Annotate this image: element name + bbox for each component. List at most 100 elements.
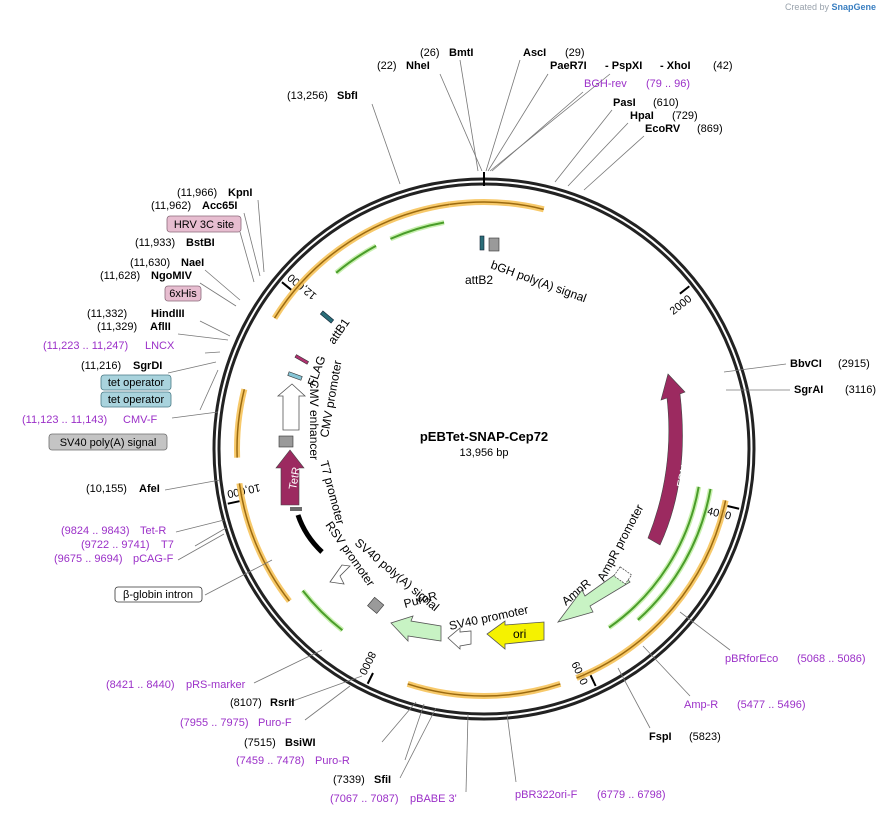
site-kpni-name: KpnI [228, 187, 252, 199]
feature-tetr: TetR [287, 466, 303, 490]
primer-cmvf-range: (11,123 .. 11,143) [22, 414, 107, 426]
site-bmti-pos: (26) [420, 47, 440, 59]
site-leader-29 [642, 645, 691, 697]
feature-attb2: attB2 [465, 273, 493, 287]
site-rsrii-name: RsrII [270, 697, 294, 709]
site-kpni-pos: (11,966) [177, 187, 217, 199]
site-acc65i-name: Acc65I [202, 200, 237, 212]
site-leader-19 [199, 369, 219, 411]
site-paer7i-name: PaeR7I [550, 60, 587, 72]
plasmid-length: 13,956 bp [460, 447, 509, 459]
site-xhoi-name: - XhoI [660, 60, 691, 72]
site-leader-23 [194, 527, 227, 547]
site-ecorv-name: EcoRV [645, 123, 681, 135]
site-leader-4 [489, 73, 611, 172]
primer-cmvf-name: CMV-F [123, 414, 158, 426]
site-pspxi-name: - PspXI [605, 60, 642, 72]
site-leader-11 [243, 212, 261, 277]
orange-arc-core-0 [449, 201, 544, 211]
site-ngomiv-name: NgoMIV [151, 270, 193, 282]
boxed-hrv: HRV 3C site [166, 215, 242, 233]
site-sbfi-name: SbfI [337, 90, 358, 102]
tetr-arrow [275, 449, 305, 506]
scale-tick-1 [727, 505, 740, 510]
6xhis-label: 6xHis [169, 288, 197, 300]
site-hpai-name: HpaI [630, 110, 654, 122]
site-pasi-name: PasI [613, 97, 636, 109]
site-aflii-name: AflII [150, 321, 171, 333]
feature-cmv-enhancer: CMV enhancer [307, 380, 321, 460]
site-leader-5 [491, 91, 584, 172]
scale-tick-3 [366, 672, 374, 685]
site-leader-12 [239, 231, 255, 283]
site-bmti-name: BmtI [449, 47, 473, 59]
site-aflii-pos: (11,329) [97, 321, 137, 333]
site-leader-37 [465, 713, 469, 793]
site-leader-21 [164, 479, 221, 491]
tet-operator-label-2: tet operator [108, 394, 165, 406]
primer-lncx-range: (11,223 .. 11,247) [43, 340, 128, 352]
site-sgrai-pos: (3116) [845, 384, 876, 396]
flag-block [294, 354, 309, 365]
site-leader-30 [617, 667, 651, 729]
attb1-block [319, 310, 335, 324]
orange-arc-core-5 [273, 203, 450, 319]
sv40-polya-arrow [329, 564, 351, 585]
primer-pbr322ori-name: pBR322ori-F [515, 789, 578, 801]
primer-t7-name: T7 [161, 539, 174, 551]
site-sfii-pos: (7339) [333, 774, 365, 786]
orange-arc-core-1 [576, 500, 727, 679]
tet-operator-block [287, 371, 303, 381]
site-bstbi-pos: (11,933) [135, 237, 175, 249]
primer-tetr-name: Tet-R [140, 525, 166, 537]
site-sfii-name: SfiI [374, 774, 391, 786]
primer-pbr322ori-range: (6779 .. 6798) [597, 789, 666, 801]
site-leader-33 [304, 685, 351, 721]
feature-ori: ori [513, 627, 526, 641]
primer-tetr-range: (9824 .. 9843) [61, 525, 130, 537]
boxed-tet-operator-2: tet operator [100, 391, 172, 408]
site-nhei-name: NheI [406, 60, 430, 72]
green-arc-4 [301, 589, 344, 632]
site-leader-34 [381, 701, 417, 743]
primer-prsmarker-name: pRS-marker [186, 679, 246, 691]
attb2-block [479, 235, 485, 251]
ori-arrow [486, 620, 545, 650]
green-arc-2 [637, 488, 712, 621]
site-leader-0 [459, 59, 479, 172]
snapgene-credit: Created by SnapGene [785, 2, 876, 12]
site-fspi-name: FspI [649, 731, 672, 743]
site-lines [164, 59, 790, 793]
site-ecorv-pos: (869) [697, 123, 723, 135]
site-leader-14 [199, 282, 237, 307]
boxed-tet-operator-1: tet operator [100, 374, 172, 391]
green-arc-3 [608, 486, 700, 629]
site-leader-38 [506, 713, 517, 783]
credit-prefix: Created by [784, 2, 829, 12]
site-hindiii-pos: (11,332) [87, 308, 127, 320]
scale-tick-label-0: 2000 [668, 293, 695, 318]
site-asci-name: AscI [523, 47, 546, 59]
feature-t7-promoter: T7 promoter [317, 459, 347, 526]
boxed-sv40-polya: SV40 poly(A) signal [48, 433, 168, 451]
boxed-bglobin: β-globin intron [114, 586, 203, 603]
ampr-promoter-block [613, 566, 633, 585]
site-hpai-pos: (729) [672, 110, 698, 122]
ebna1-arrow [647, 373, 686, 546]
site-naei-pos: (11,630) [130, 257, 170, 269]
feature-arcs [234, 199, 729, 699]
green-arc-1 [335, 245, 377, 274]
primer-pbrforeco-name: pBRforEco [725, 653, 778, 665]
rsv-promoter-arc [295, 514, 324, 554]
scale-tick-4 [227, 500, 240, 505]
site-leader-7 [554, 109, 613, 183]
primer-puror-range: (7459 .. 7478) [236, 755, 305, 767]
site-leader-26 [723, 363, 787, 373]
orange-arc-5 [271, 201, 451, 320]
site-leader-24 [177, 533, 225, 561]
primer-pbabe-name: pBABE 3' [410, 793, 457, 805]
feature-bgh: bGH poly(A) signal [489, 258, 588, 306]
orange-arc-core-3 [238, 483, 290, 602]
primer-pbrforeco-range: (5068 .. 5086) [797, 653, 866, 665]
primer-ampr-name: Amp-R [684, 699, 718, 711]
